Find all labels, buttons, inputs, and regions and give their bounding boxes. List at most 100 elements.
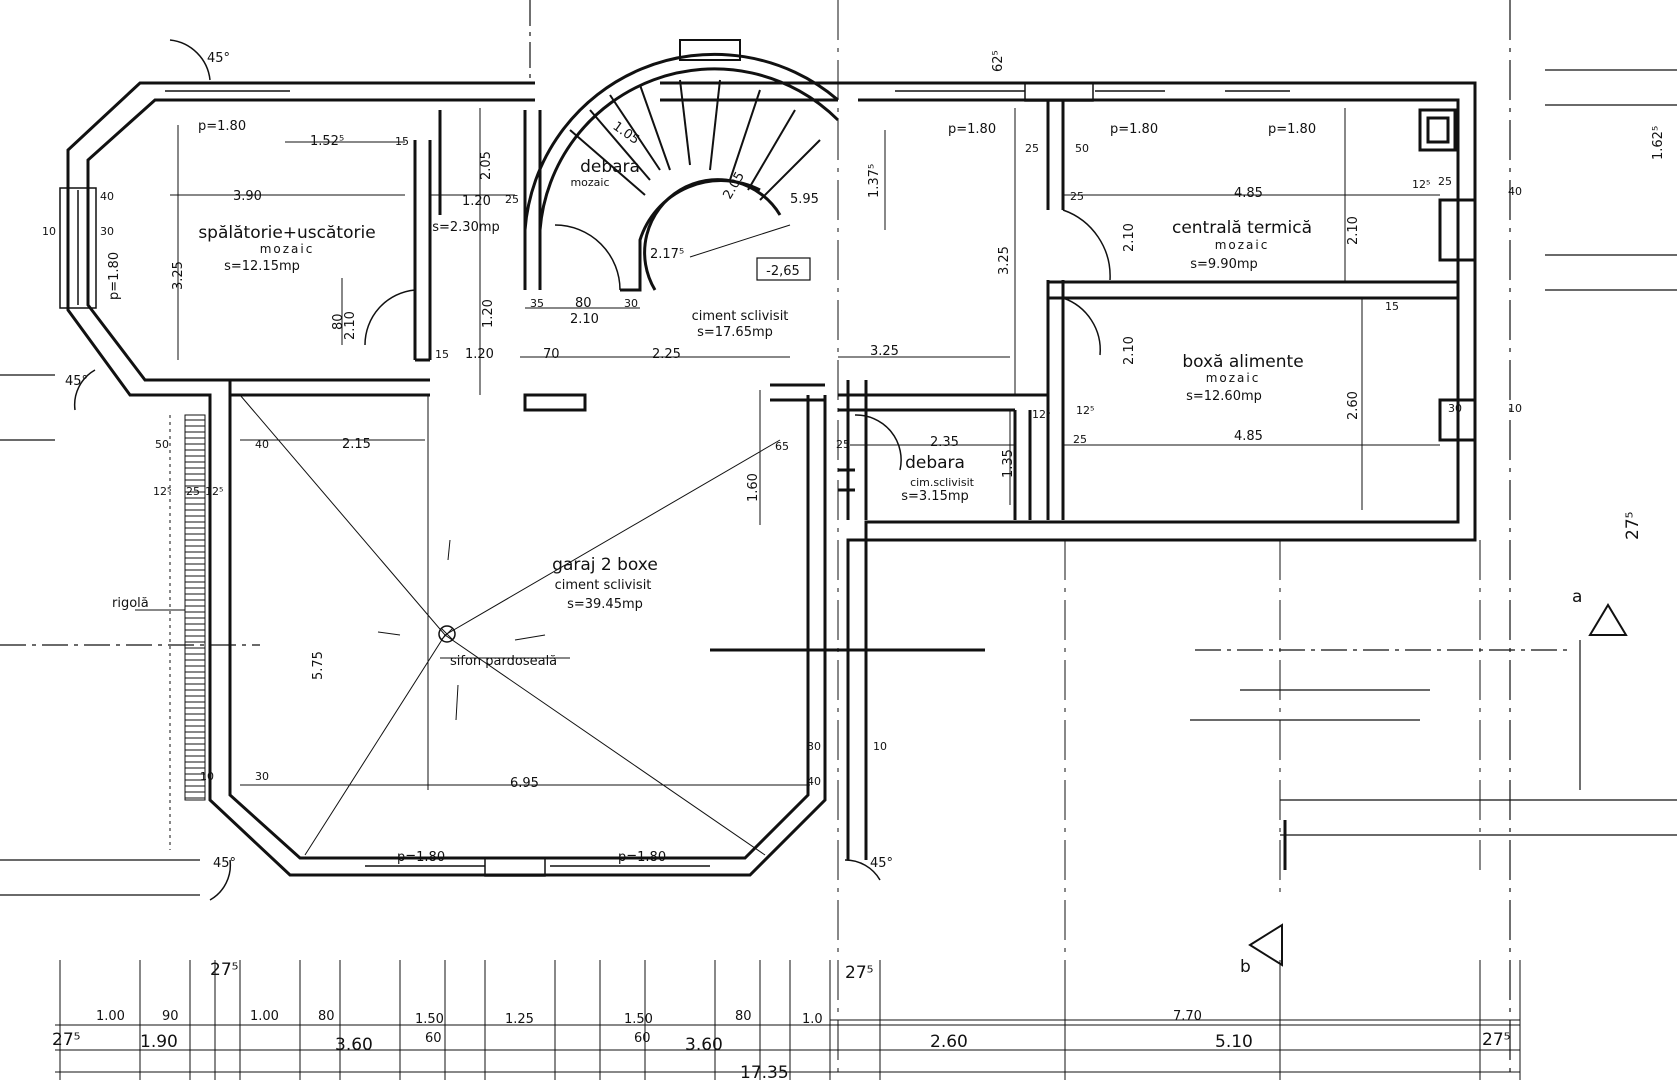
section-marker-a-icon — [1588, 603, 1628, 636]
dim-125-a: 12⁵ — [153, 485, 171, 498]
bot-275-d: 27⁵ — [1482, 1030, 1510, 1050]
floor-drain-cross — [440, 627, 454, 641]
bot-1735: 17.35 — [740, 1063, 789, 1080]
dim-217: 2.17⁵ — [650, 247, 684, 262]
dim-695: 6.95 — [510, 776, 539, 791]
small-storage-name: debara — [905, 453, 965, 473]
bot-60-b: 60 — [634, 1031, 651, 1046]
dim-210-b: 2.10 — [343, 311, 358, 340]
misc-labels: -2,65 sifon pardoseală rigolă a b 45° 45… — [65, 51, 1582, 977]
dim-15-c: 15 — [1385, 300, 1399, 313]
dim-595: 5.95 — [790, 192, 819, 207]
dim-215: 2.15 — [342, 437, 371, 452]
bot-80-a: 80 — [318, 1009, 335, 1024]
dim-80-b: 80 — [331, 313, 346, 330]
corridor-finish: ciment sclivisit — [692, 309, 789, 324]
interior-walls — [230, 100, 1477, 520]
dimension-lines — [55, 108, 1520, 1073]
dim-105: 1.05 — [610, 119, 642, 148]
dim-40-b: 40 — [100, 190, 114, 203]
dim-10-b: 10 — [42, 225, 56, 238]
dim-152: 1.52⁵ — [310, 134, 344, 149]
stair-storage-finish: mozaic — [570, 176, 609, 189]
bot-360-a: 3.60 — [335, 1035, 373, 1055]
bot-510: 5.10 — [1215, 1032, 1253, 1052]
bot-360-b: 3.60 — [685, 1035, 723, 1055]
dim-205-v: 2.05 — [479, 151, 494, 180]
dim-25-a: 25 — [505, 193, 519, 206]
angle-label-3: 45° — [213, 856, 236, 871]
gutter-label: rigolă — [112, 596, 149, 611]
pantry-name: boxă alimente — [1182, 352, 1303, 372]
small-room-area: s=2.30mp — [432, 220, 500, 235]
window-label-1: p=1.80 — [198, 119, 246, 134]
dim-125-e: 12⁵ — [1412, 178, 1430, 191]
bot-80-b: 80 — [735, 1009, 752, 1024]
small-storage-finish: cim.sclivisit — [910, 476, 975, 489]
dim-25-f: 25 — [1073, 433, 1087, 446]
dim-62: 62⁵ — [991, 50, 1006, 72]
bot-275-a: 27⁵ — [52, 1030, 80, 1050]
bot-100-a: 1.00 — [96, 1009, 125, 1024]
small-storage-area: s=3.15mp — [901, 489, 969, 504]
floor-drain-icon — [438, 625, 456, 643]
gutter — [135, 414, 206, 850]
dimension-labels: 3.90 1.52⁵ 1.20 1.20 70 2.25 2.15 6.95 3… — [42, 50, 1666, 1080]
dim-225: 2.25 — [652, 347, 681, 362]
dim-10-a: 10 — [200, 770, 214, 783]
dim-325-c: 3.25 — [870, 344, 899, 359]
angle-label-2: 45° — [65, 374, 88, 389]
window-label-6: p=1.80 — [618, 850, 666, 865]
bottom-dimension-ticks — [59, 960, 1521, 1080]
window-label-7: p=1.80 — [107, 252, 122, 300]
dim-260: 2.60 — [1346, 391, 1361, 420]
dim-235: 2.35 — [930, 435, 959, 450]
dim-70: 70 — [543, 347, 560, 362]
garage-name: garaj 2 boxe — [552, 555, 658, 575]
dim-25-b: 25 — [1025, 142, 1039, 155]
dim-15-a: 15 — [395, 135, 409, 148]
window-labels: p=1.80 p=1.80 p=1.80 p=1.80 p=1.80 p=1.8… — [107, 119, 1316, 865]
pantry-area: s=12.60mp — [1186, 389, 1262, 404]
section-marker-b-icon — [1248, 923, 1283, 967]
dim-485-a: 4.85 — [1234, 186, 1263, 201]
level-marker — [756, 257, 811, 281]
dim-125-b: 12⁵ — [205, 485, 223, 498]
dim-10-d: 10 — [873, 740, 887, 753]
dim-485-b: 4.85 — [1234, 429, 1263, 444]
bot-60-a: 60 — [425, 1031, 442, 1046]
bot-275-b: 27⁵ — [210, 960, 238, 980]
bot-90: 90 — [162, 1009, 179, 1024]
garage-area: s=39.45mp — [567, 597, 643, 612]
dim-25-d: 25 — [186, 485, 200, 498]
garage-slope-lines — [239, 394, 781, 856]
bot-150-b: 1.50 — [624, 1012, 653, 1027]
window-label-2: p=1.80 — [948, 122, 996, 137]
doors — [73, 39, 1111, 901]
laundry-finish: mozaic — [260, 242, 315, 256]
dim-137: 1.37⁵ — [867, 164, 882, 198]
dim-390: 3.90 — [233, 189, 262, 204]
walls — [66, 81, 1477, 877]
section-b-label: b — [1240, 957, 1251, 977]
drain-label: sifon pardoseală — [450, 654, 557, 669]
dim-1625: 1.62⁵ — [1651, 126, 1666, 160]
dim-30-b: 30 — [255, 770, 269, 783]
dim-25-g: 25 — [1438, 175, 1452, 188]
dim-120-a: 1.20 — [462, 194, 491, 209]
dim-30-e: 30 — [807, 740, 821, 753]
dim-40-c: 40 — [1508, 185, 1522, 198]
boiler-finish: mozaic — [1215, 238, 1270, 252]
stair-storage-name: debara — [580, 157, 640, 177]
angle-label-1: 45° — [207, 51, 230, 66]
bot-260: 2.60 — [930, 1032, 968, 1052]
dim-120-v: 1.20 — [481, 299, 496, 328]
angle-label-4: 45° — [870, 856, 893, 871]
dim-125-d: 12⁵ — [1076, 404, 1094, 417]
corridor-area: s=17.65mp — [697, 325, 773, 340]
dim-210-c: 2.10 — [1122, 223, 1137, 252]
dim-80-a: 80 — [575, 296, 592, 311]
windows — [59, 82, 1290, 877]
boiler-name: centrală termică — [1172, 218, 1312, 238]
